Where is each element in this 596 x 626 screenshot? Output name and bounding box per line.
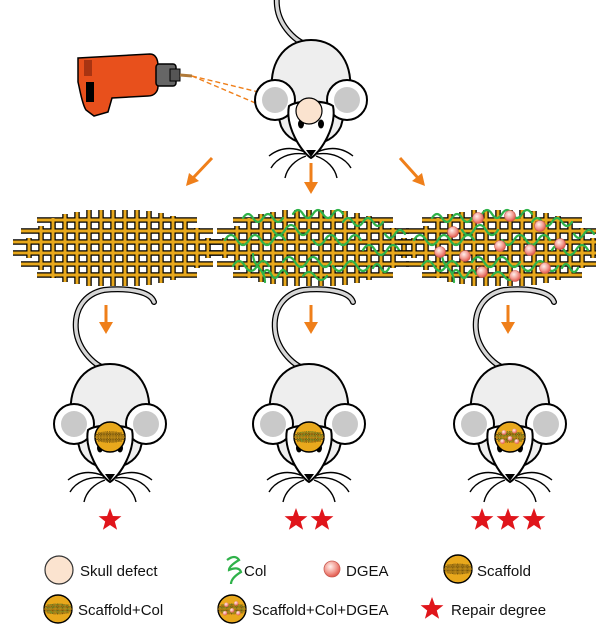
mouse-group-3 (454, 289, 566, 502)
legend-scaffold-col-dgea-icon (217, 594, 247, 624)
legend-scaffold-col-dgea-label: Scaffold+Col+DGEA (252, 602, 388, 619)
legend-dgea-icon (323, 560, 341, 578)
mouse-top (255, 0, 367, 178)
legend-scaffold-label: Scaffold (477, 563, 531, 580)
legend-col-label: Col (244, 563, 267, 580)
repair-star (470, 508, 494, 530)
legend: Skull defect Col DGEA Scaffold Scaffold+… (43, 554, 546, 624)
arrows-row-2 (99, 305, 515, 334)
mouse-group-2 (253, 289, 365, 502)
repair-star (284, 508, 308, 530)
legend-repair-degree-label: Repair degree (451, 602, 546, 619)
skull-defect-mark (295, 97, 323, 125)
scaffold-col-dgea-mat-3 (398, 210, 596, 286)
repair-star (310, 508, 334, 530)
legend-skull-defect-icon (44, 555, 74, 585)
legend-scaffold-col-label: Scaffold+Col (78, 602, 163, 619)
legend-scaffold-icon (443, 554, 473, 584)
repair-star (98, 508, 122, 530)
mouse-group-1 (54, 289, 166, 502)
legend-dgea-label: DGEA (346, 563, 389, 580)
legend-repair-degree-icon (420, 597, 444, 619)
scaffold-mat-1 (13, 210, 221, 286)
legend-skull-defect-label: Skull defect (80, 563, 158, 580)
repair-stars (98, 508, 546, 530)
drill-icon (77, 53, 193, 117)
drill-trigger (86, 82, 94, 102)
repair-star (496, 508, 520, 530)
repair-star (522, 508, 546, 530)
scaffold-col-mat-2 (209, 210, 417, 286)
arrows-row-1 (186, 156, 425, 194)
legend-scaffold-col-icon (43, 594, 73, 624)
legend-col-icon (226, 555, 243, 585)
